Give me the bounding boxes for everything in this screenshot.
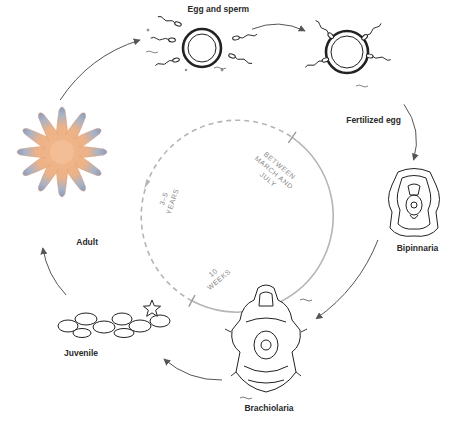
juvenile-drawing (58, 300, 170, 338)
cycle-arrow (43, 248, 66, 295)
duration-label: BETWEEN MARCH AND JULY (242, 142, 307, 203)
bipinnaria-drawing (389, 169, 440, 237)
cycle-circle (141, 120, 333, 312)
stage-node: Egg and sperm (140, 4, 252, 76)
duration-label: 10 WEEKS (196, 258, 235, 295)
stage-label: Brachiolaria (222, 403, 316, 414)
fertilized-egg-drawing (305, 19, 391, 87)
stage-node: Brachiolaria (222, 278, 316, 414)
duration-label: 3–5 YEARS (155, 183, 181, 217)
stage-label: Adult (8, 237, 124, 248)
cycle-arrow (60, 40, 140, 100)
stage-label: Juvenile (50, 348, 184, 359)
stage-label: Egg and sperm (140, 4, 252, 15)
cycle-arrow (316, 240, 378, 319)
stage-node: Juvenile (50, 295, 184, 359)
cycle-arrow (164, 359, 222, 380)
brachiolaria-drawing (225, 285, 312, 399)
stage-label: Bipinnaria (378, 243, 457, 254)
egg-and-sperm-drawing (146, 15, 257, 71)
stage-label: Fertilized egg (305, 115, 404, 126)
stage-node: Bipinnaria (378, 160, 457, 254)
adult-sea-star (17, 107, 107, 197)
stage-node: Adult (8, 100, 124, 248)
cycle-arrow (404, 104, 417, 160)
stage-node: Fertilized egg (305, 18, 404, 126)
cycle-arrow (252, 24, 305, 31)
